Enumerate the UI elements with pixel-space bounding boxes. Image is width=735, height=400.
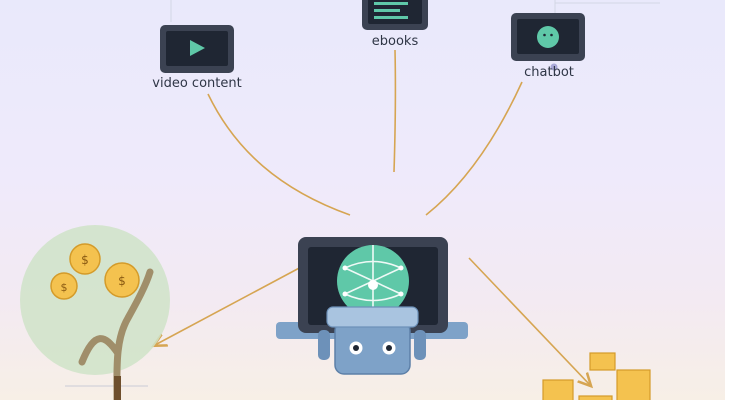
play-icon <box>190 40 205 56</box>
robot-laptop-icon <box>276 237 468 375</box>
svg-text:$: $ <box>81 253 89 267</box>
robot-headband <box>326 306 419 328</box>
chatbot-label: chatbot <box>524 65 574 80</box>
coin-2: $ <box>104 262 140 298</box>
connector-video <box>207 93 351 216</box>
robot-ear-left <box>318 330 330 360</box>
connector-chatbot <box>425 81 523 216</box>
smiley-icon <box>537 26 559 48</box>
ebooks-label: ebooks <box>371 34 419 49</box>
coin-1: $ <box>69 243 101 275</box>
chatbot-node-icon[interactable] <box>511 13 585 71</box>
robot-head <box>334 321 411 375</box>
money-tree-icon: $ $ $ <box>20 225 170 400</box>
ebooks-node-icon[interactable] <box>362 0 428 30</box>
arrow-to-boxes <box>468 257 590 385</box>
svg-text:$: $ <box>61 281 68 294</box>
video-node-icon[interactable] <box>160 25 234 73</box>
video-content-label: video content <box>152 76 242 91</box>
svg-text:$: $ <box>118 274 126 288</box>
right-gutter <box>725 0 735 400</box>
boxes-icon <box>542 352 651 400</box>
robot-ear-right <box>414 330 426 360</box>
connector-ebooks <box>393 49 397 173</box>
coin-3: $ <box>50 272 78 300</box>
arrow-to-money-tree <box>155 257 319 345</box>
